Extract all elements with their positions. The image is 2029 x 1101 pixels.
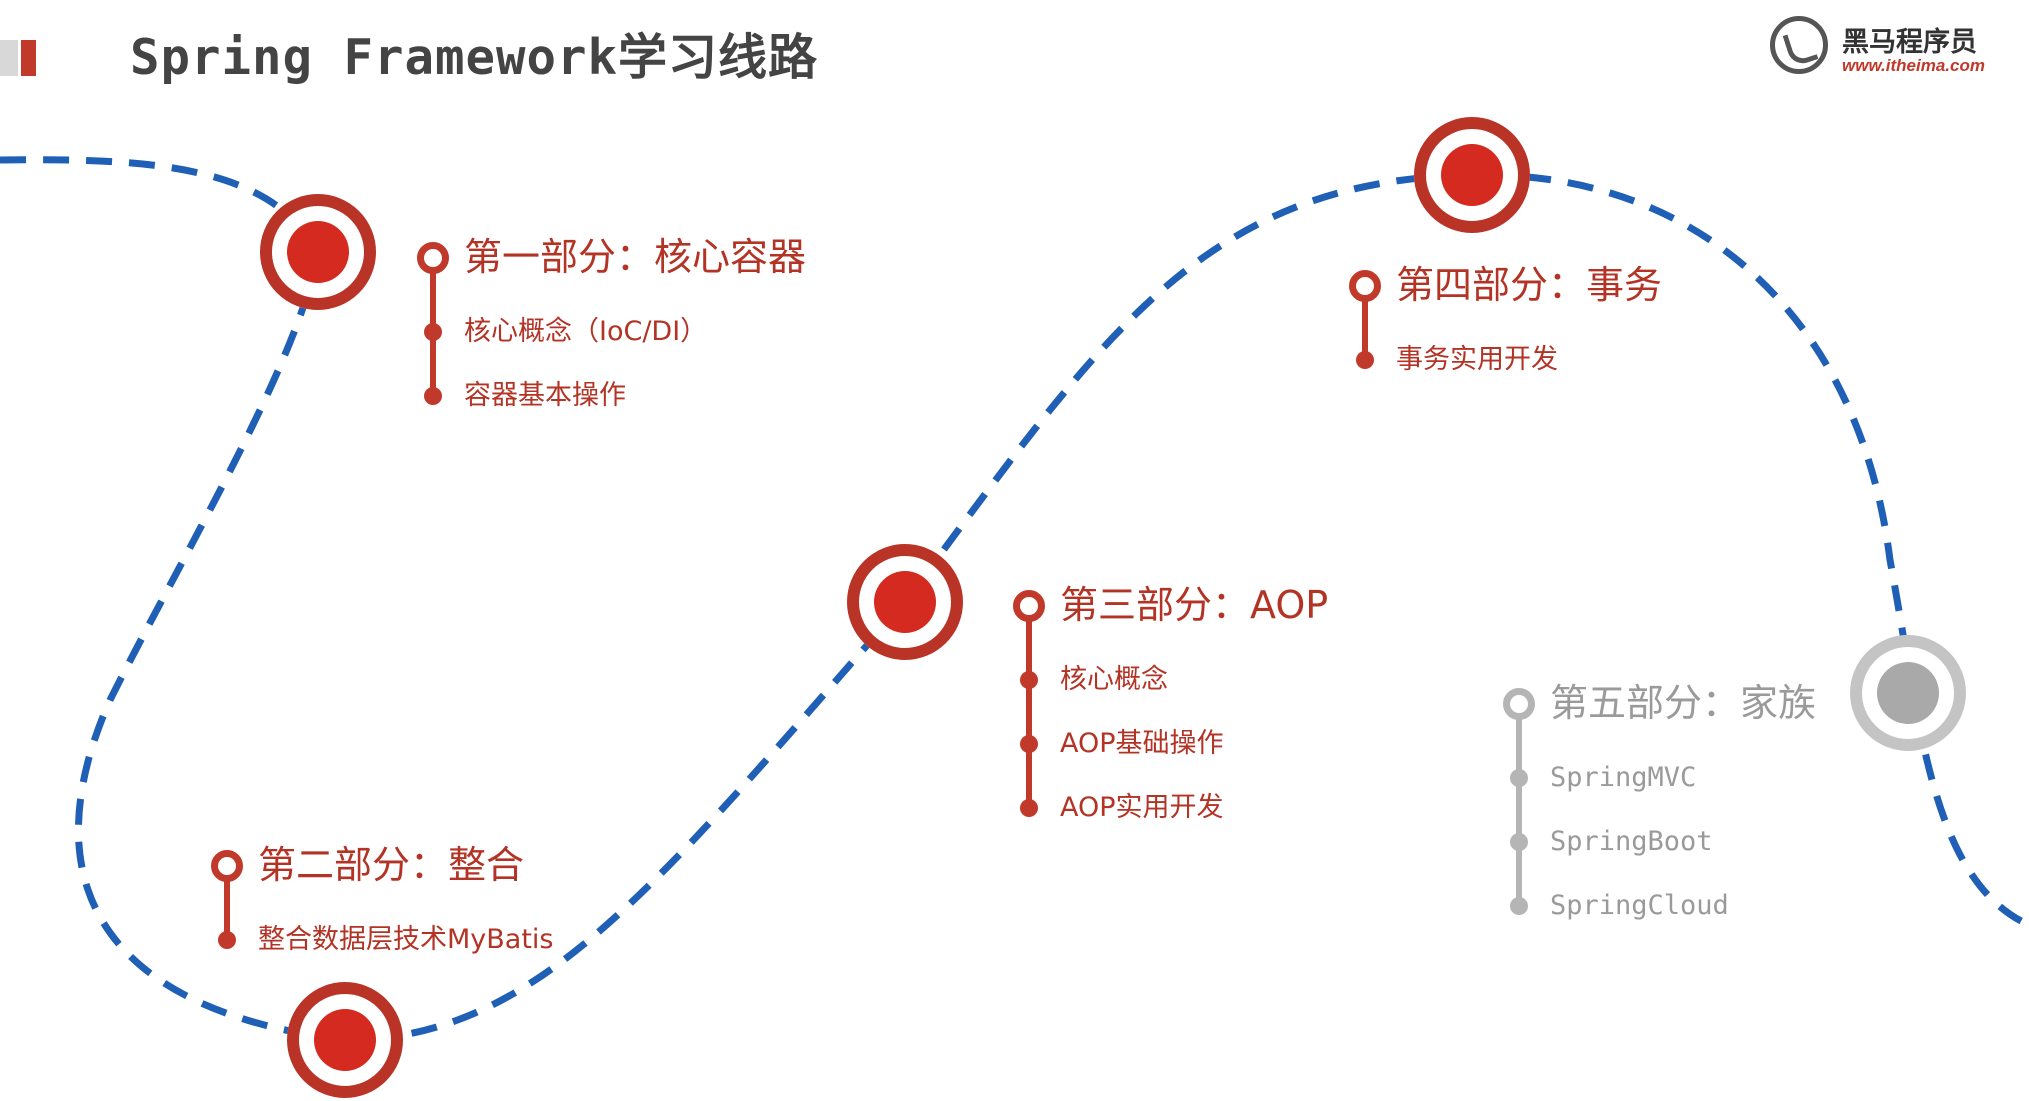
dashed-roadmap-path [0, 156, 2029, 1044]
section-ring-icon [417, 242, 449, 274]
logo-url: www.itheima.com [1842, 56, 1985, 75]
section-title: 第四部分：事务 [1396, 263, 1663, 307]
section-item: 核心概念（IoC/DI） [464, 316, 708, 347]
milestone-marker-2 [287, 982, 403, 1098]
section-title: 第二部分：整合 [258, 843, 525, 887]
itheima-logo: 黑马程序员 www.itheima.com [1770, 14, 1985, 78]
section-ring-icon [1349, 270, 1381, 302]
section-item: SpringMVC [1550, 762, 1697, 793]
horse-logo-icon [1770, 16, 1828, 74]
section-item: 容器基本操作 [464, 380, 626, 411]
milestone-marker-3 [847, 544, 963, 660]
page-title: Spring Framework学习线路 [130, 29, 819, 86]
section-item: SpringCloud [1550, 890, 1729, 921]
section-item: AOP基础操作 [1060, 728, 1224, 759]
milestone-marker-4 [1414, 117, 1530, 233]
milestone-marker-5 [1850, 635, 1966, 751]
milestone-marker-1 [260, 194, 376, 310]
section-item: AOP实用开发 [1060, 792, 1224, 823]
section-ring-icon [1503, 688, 1535, 720]
section-item: 核心概念 [1060, 664, 1168, 695]
header-accent-bar [0, 40, 36, 76]
section-item: SpringBoot [1550, 826, 1713, 857]
logo-name: 黑马程序员 [1842, 27, 1977, 58]
section-ring-icon [1013, 590, 1045, 622]
section-ring-icon [211, 850, 243, 882]
section-item: 事务实用开发 [1396, 344, 1558, 375]
section-title: 第五部分：家族 [1550, 681, 1817, 725]
section-item: 整合数据层技术MyBatis [258, 924, 554, 955]
section-title: 第一部分：核心容器 [464, 235, 807, 279]
section-title: 第三部分：AOP [1060, 583, 1329, 627]
